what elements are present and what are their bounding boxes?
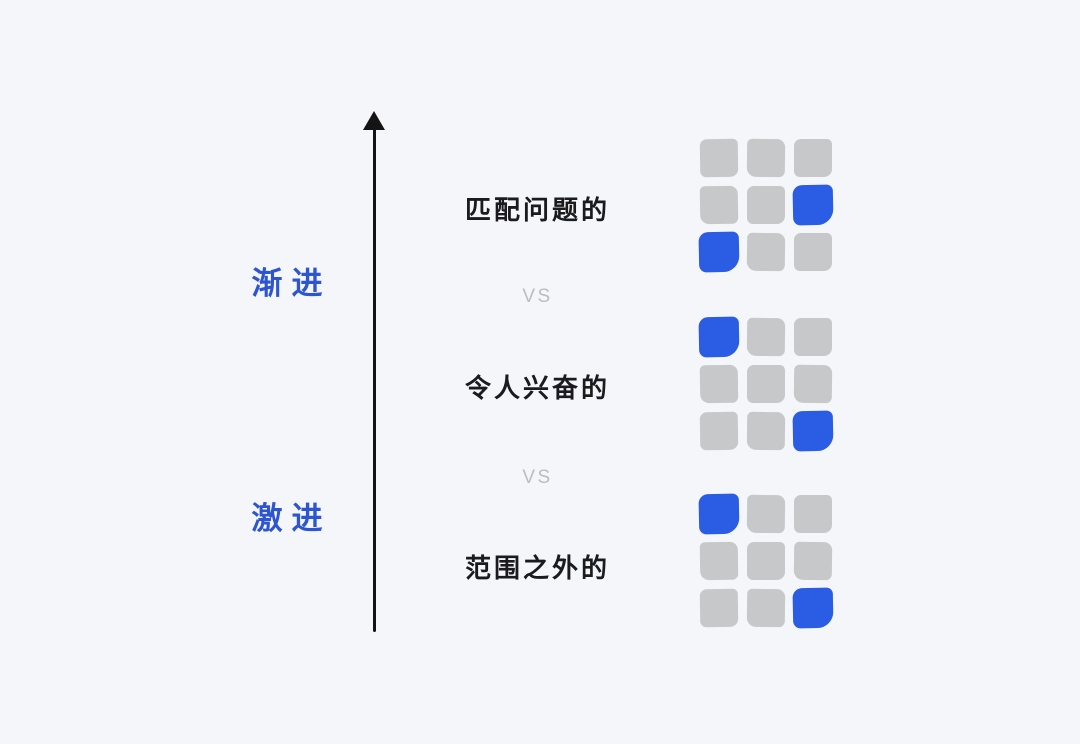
grid-cell (746, 494, 786, 534)
axis-arrow-up-icon (363, 111, 385, 130)
grid-cell (699, 138, 739, 178)
grid-cell (699, 541, 739, 581)
grid-2 (698, 316, 834, 452)
grid-cell-highlighted (698, 231, 740, 273)
grid-cell-highlighted (792, 587, 834, 629)
grid-cell (746, 317, 786, 357)
grid-cell (699, 588, 739, 628)
grid-cell (793, 364, 833, 404)
grid-3 (698, 493, 834, 629)
axis-label-radical: 激进 (251, 501, 332, 536)
grid-cell (794, 233, 832, 271)
vs-separator-2: VS (522, 467, 553, 488)
grid-cell-highlighted (792, 184, 834, 226)
grid-1 (698, 138, 834, 273)
grid-cell-highlighted (698, 316, 740, 358)
grid-cell (699, 411, 739, 451)
grid-cell (794, 495, 832, 533)
grid-cell (794, 318, 832, 356)
grid-cell (746, 232, 786, 272)
vs-separator-1: VS (522, 286, 553, 307)
grid-cell (699, 185, 739, 225)
grid-cell (747, 365, 785, 403)
grid-cell (699, 364, 739, 404)
axis-arrow-shaft (373, 127, 376, 632)
grid-cell-highlighted (698, 493, 740, 535)
comparison-label-matching-problem: 匹配问题的 (464, 195, 610, 225)
grid-cell (746, 138, 786, 178)
grid-cell (793, 541, 833, 581)
axis-label-gradual: 渐进 (251, 266, 332, 301)
grid-cell (747, 542, 785, 580)
grid-cell (746, 411, 786, 451)
grid-cell (747, 186, 785, 224)
comparison-label-exciting: 令人兴奋的 (464, 373, 610, 403)
grid-cell (794, 139, 832, 177)
comparison-label-out-of-scope: 范围之外的 (464, 553, 610, 583)
grid-cell (746, 588, 786, 628)
grid-cell-highlighted (792, 410, 834, 452)
